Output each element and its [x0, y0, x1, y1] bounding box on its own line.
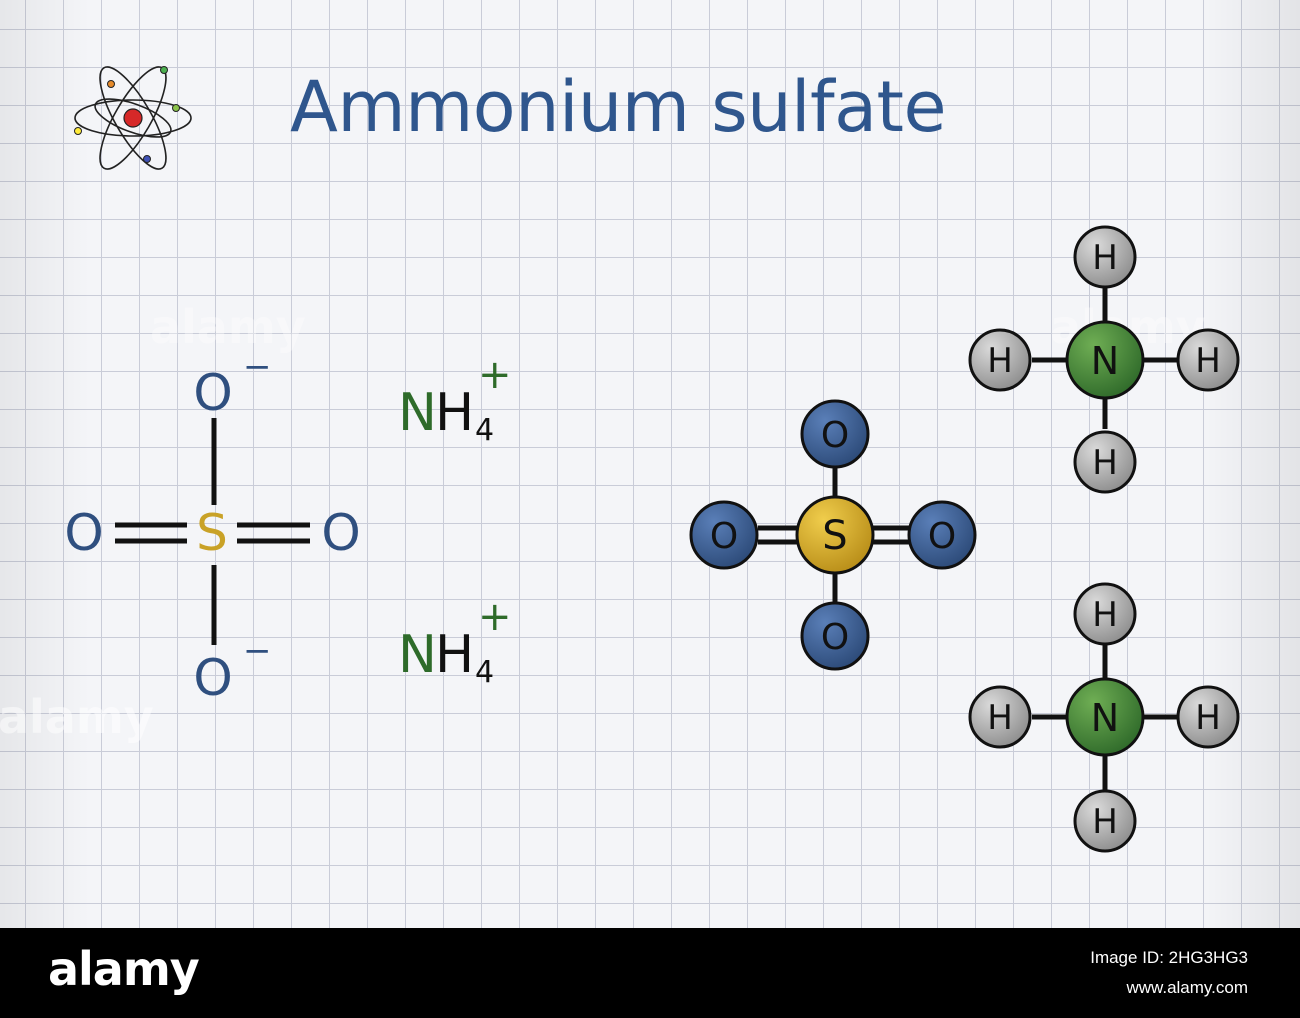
oxygen-atom-ball [800, 601, 870, 671]
ammonium-h-label: H [435, 625, 474, 685]
charge-minus-top: − [243, 347, 272, 387]
sulfur-atom-label: S [196, 504, 228, 562]
page-title: Ammonium sulfate [290, 66, 947, 148]
hydrogen-ball-label: H [987, 698, 1013, 738]
oxygen-atom-label-bottom: O [193, 649, 232, 707]
footer-bar: alamy Image ID: 2HG3HG3 www.alamy.com [0, 928, 1300, 1018]
hydrogen-ball-label: H [1092, 238, 1118, 278]
oxygen-ball-label: O [821, 617, 849, 658]
oxygen-ball-label: O [710, 516, 738, 557]
hydrogen-atom-ball [1073, 225, 1137, 289]
charge-minus-bottom: − [243, 631, 272, 671]
hydrogen-ball-label: H [1092, 443, 1118, 483]
skeletal-formula: S O − O O O − N H 4 + N H 4 + [64, 347, 512, 707]
nitrogen-atom-ball [1065, 320, 1145, 400]
hydrogen-atom-ball [1073, 789, 1137, 853]
oxygen-atom-ball [907, 500, 977, 570]
sulfur-ball-label: S [822, 513, 847, 559]
hydrogen-ball-label: H [987, 341, 1013, 381]
oxygen-atom-label-left: O [64, 504, 103, 562]
hydrogen-atom-ball [1073, 582, 1137, 646]
hydrogen-atom-ball [1176, 328, 1240, 392]
oxygen-ball-label: O [821, 415, 849, 456]
hydrogen-ball-label: H [1092, 595, 1118, 635]
hydrogen-ball-label: H [1092, 802, 1118, 842]
nitrogen-atom-ball [1065, 677, 1145, 757]
ammonium-n-label: N [398, 625, 437, 685]
atom-icon [74, 66, 192, 170]
ammonium-n-label: N [398, 383, 437, 443]
hydrogen-atom-ball [968, 328, 1032, 392]
ball-and-stick-model: O O O O S H H H H N H [689, 225, 1240, 853]
hydrogen-ball-label: H [1195, 698, 1221, 738]
footer-url-link[interactable]: www.alamy.com [1126, 978, 1248, 997]
oxygen-atom-label-right: O [321, 504, 360, 562]
ammonium-subscript: 4 [475, 655, 494, 690]
oxygen-atom-label-top: O [193, 364, 232, 422]
hydrogen-atom-ball [1176, 685, 1240, 749]
nitrogen-ball-label: N [1091, 696, 1119, 740]
hydrogen-atom-ball [1073, 430, 1137, 494]
hydrogen-ball-label: H [1195, 341, 1221, 381]
oxygen-ball-label: O [928, 516, 956, 557]
oxygen-atom-ball [800, 399, 870, 469]
ammonium-h-label: H [435, 383, 474, 443]
hydrogen-atom-ball [968, 685, 1032, 749]
footer-logo[interactable]: alamy [48, 942, 200, 996]
image-id-text: Image ID: 2HG3HG3 [1090, 948, 1248, 967]
sulfur-atom-ball [795, 495, 875, 575]
charge-plus: + [478, 352, 512, 398]
charge-plus: + [478, 594, 512, 640]
ammonium-subscript: 4 [475, 413, 494, 448]
oxygen-atom-ball [689, 500, 759, 570]
nitrogen-ball-label: N [1091, 339, 1119, 383]
